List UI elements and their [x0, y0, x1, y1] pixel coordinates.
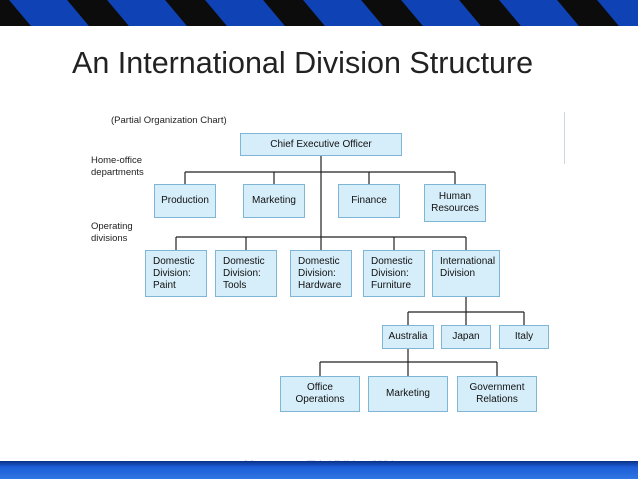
unit-office-operations-box: Office Operations — [280, 376, 360, 412]
ceo-box: Chief Executive Officer — [240, 133, 402, 156]
dept-human-resources-box: Human Resources — [424, 184, 486, 222]
country-australia-box: Australia — [382, 325, 434, 349]
home-office-label: Home-office departments — [91, 155, 144, 178]
division-furniture-box: Domestic Division: Furniture — [363, 250, 425, 297]
top-decorative-band — [0, 0, 638, 26]
dept-finance-box: Finance — [338, 184, 400, 218]
international-division-box: International Division — [432, 250, 500, 297]
dept-production-box: Production — [154, 184, 216, 218]
unit-government-relations-box: Government Relations — [457, 376, 537, 412]
dept-marketing-box: Marketing — [243, 184, 305, 218]
slide-title: An International Division Structure — [72, 46, 534, 80]
unit-marketing-box: Marketing — [368, 376, 448, 412]
country-japan-box: Japan — [441, 325, 491, 349]
division-hardware-box: Domestic Division: Hardware — [290, 250, 352, 297]
division-paint-box: Domestic Division: Paint — [145, 250, 207, 297]
bottom-decorative-bar — [0, 461, 638, 479]
country-italy-box: Italy — [499, 325, 549, 349]
chart-subtitle: (Partial Organization Chart) — [111, 115, 227, 126]
divider-line — [564, 112, 565, 164]
division-tools-box: Domestic Division: Tools — [215, 250, 277, 297]
operating-divisions-label: Operating divisions — [91, 221, 133, 244]
